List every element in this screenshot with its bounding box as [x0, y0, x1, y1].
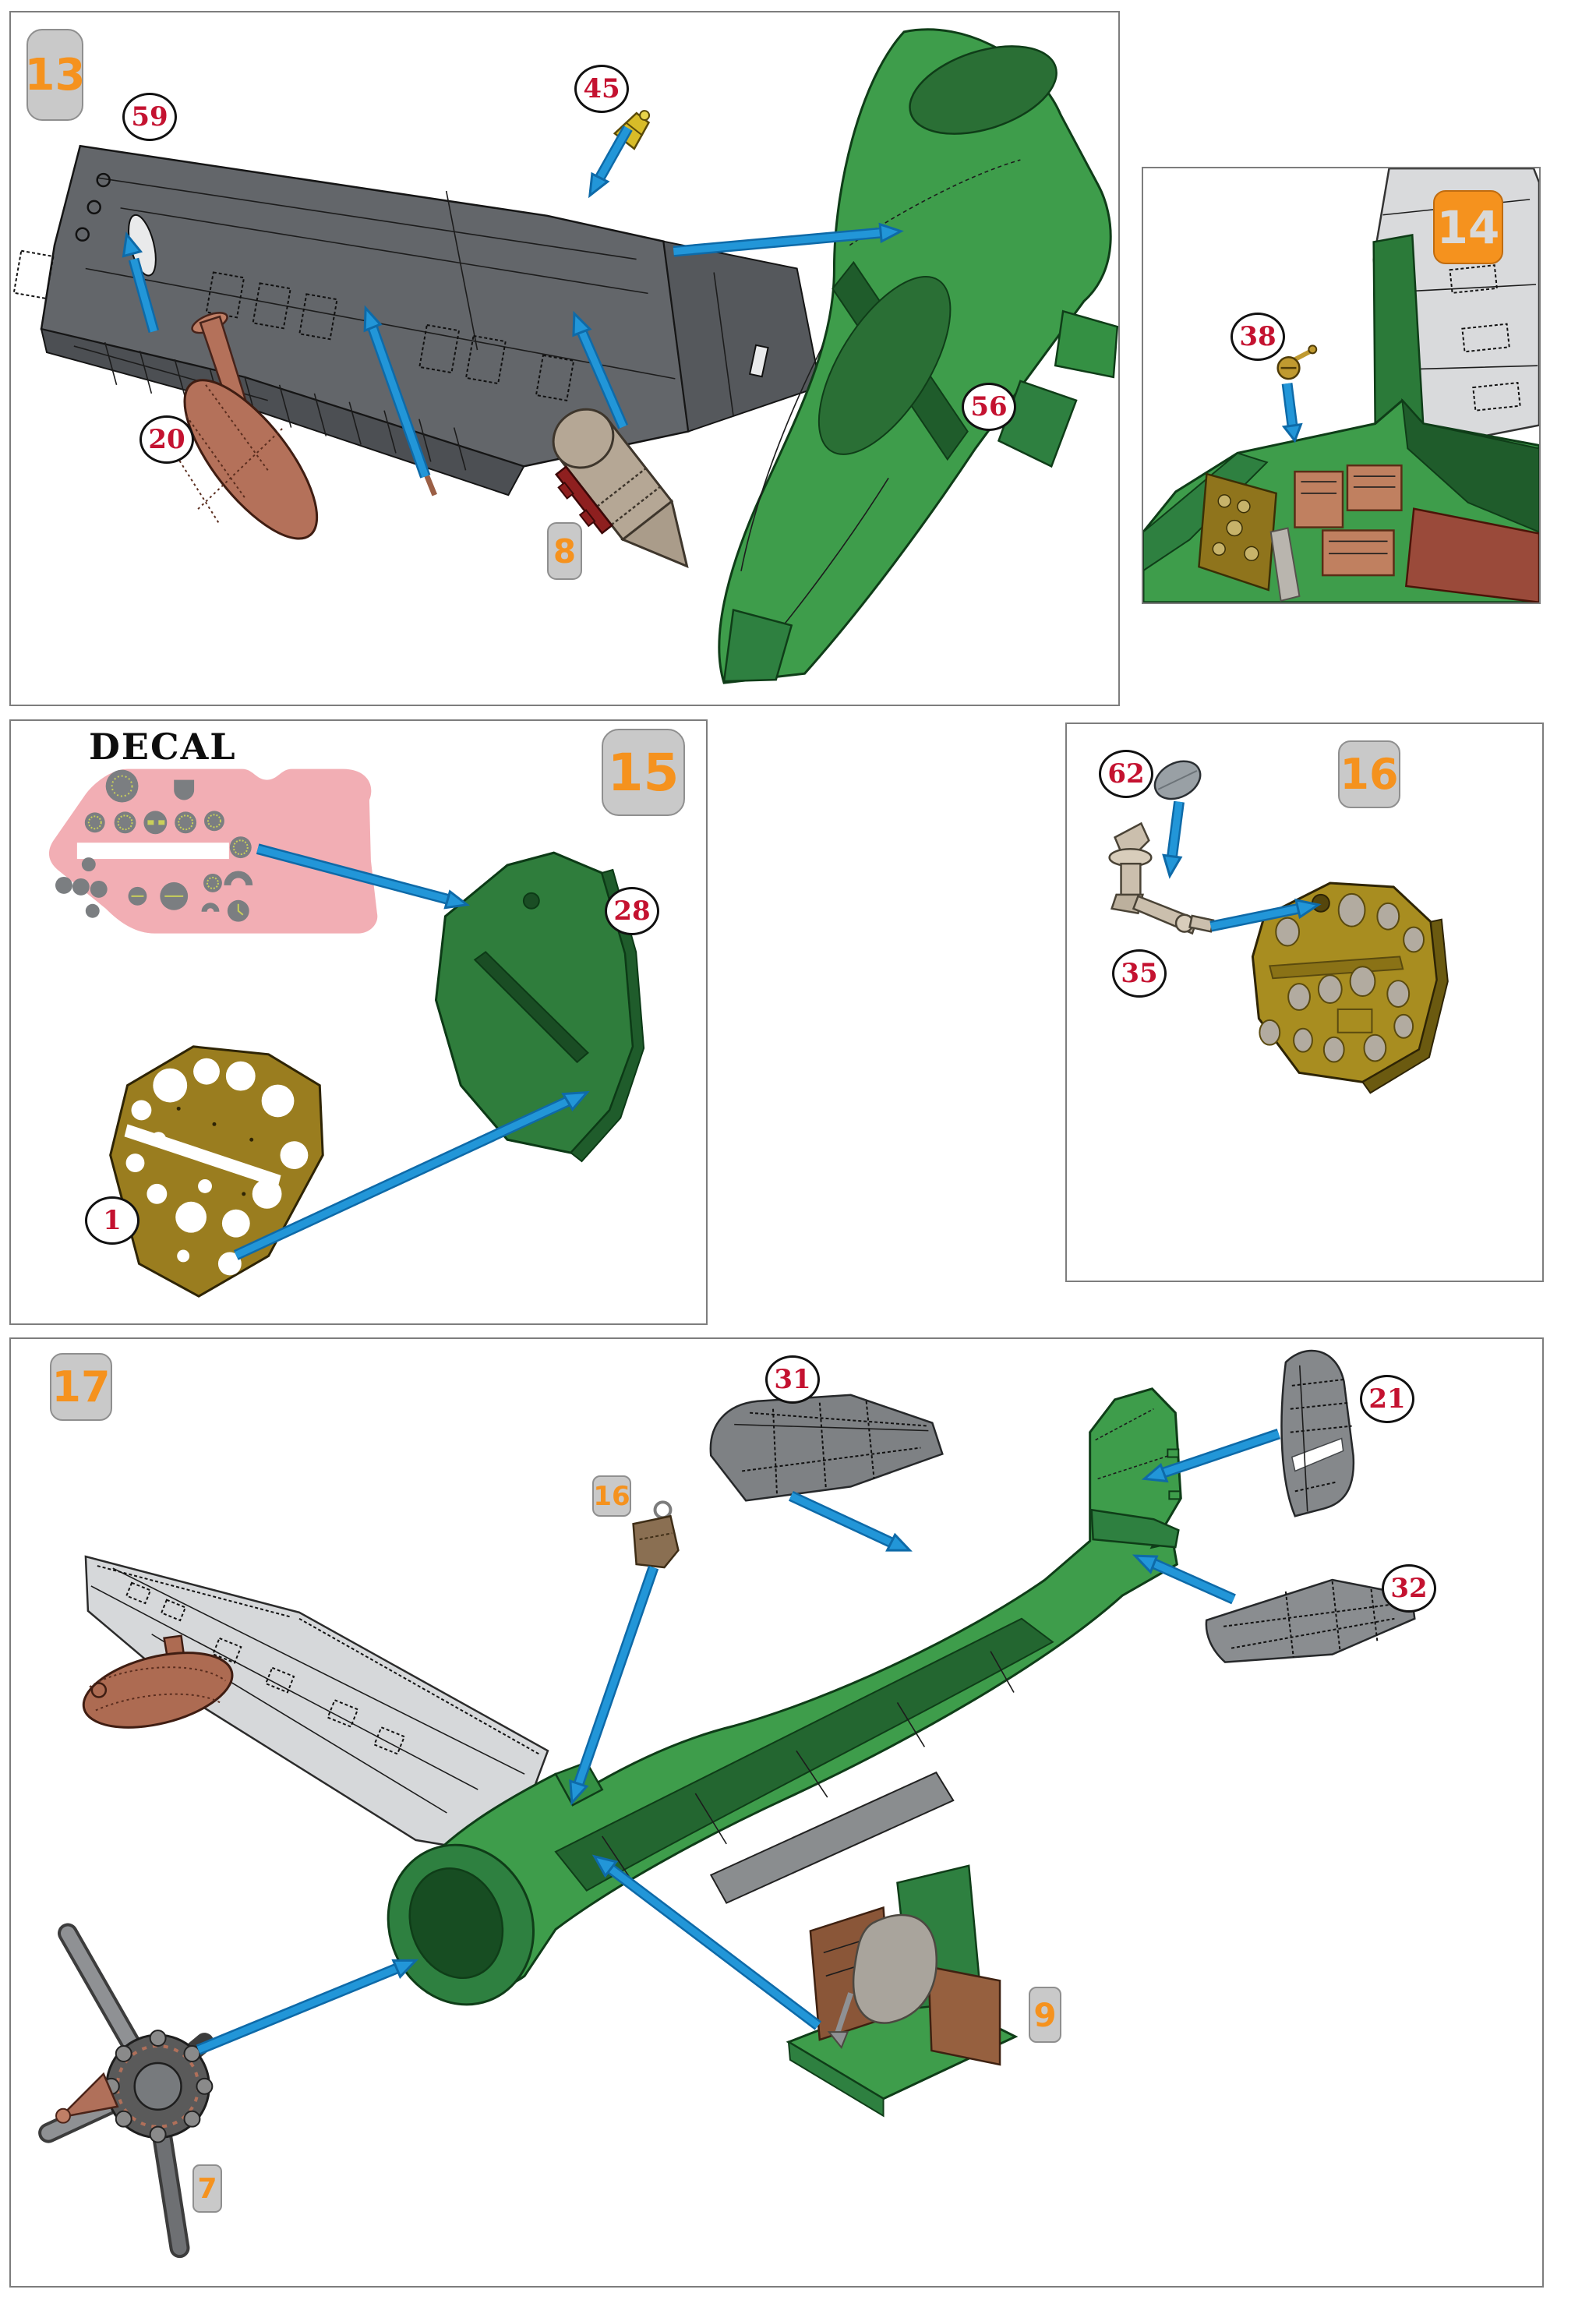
assembly-arrow — [1141, 1428, 1281, 1483]
subassembly-ref-badge: 8 — [547, 522, 582, 580]
step-14-panel: 14 38 — [1142, 167, 1541, 604]
instrument-panel-art — [1251, 881, 1449, 1094]
assembly-arrow — [788, 1491, 913, 1552]
assembly-arrow — [588, 125, 633, 199]
engine-propeller-art — [38, 1923, 214, 2259]
airframe-art — [387, 1387, 1182, 2006]
gunsight-part-art — [632, 1500, 680, 1569]
assembly-arrow — [1209, 898, 1322, 932]
part-number: 1 — [103, 1205, 122, 1236]
tailplane-part-art — [709, 1394, 944, 1502]
part-number-label: 21 — [1360, 1375, 1414, 1423]
subassembly-ref-badge: 16 — [592, 1475, 631, 1517]
subassembly-ref-badge: 7 — [192, 2164, 222, 2213]
instrument-panel-pe-art — [109, 1045, 324, 1298]
gunsight-art — [1108, 821, 1215, 935]
part-number-label: 62 — [1099, 750, 1153, 798]
gun-part-art — [1276, 344, 1318, 380]
assembly-arrow — [673, 222, 904, 257]
part-number-label: 31 — [765, 1355, 820, 1404]
assembly-arrow — [256, 843, 470, 910]
step-15-art — [48, 768, 645, 1298]
decal-title: DECAL — [89, 726, 237, 768]
cockpit-section-art — [1143, 234, 1539, 602]
wingtip-float-art — [170, 312, 319, 540]
fuselage-half-art — [718, 28, 1118, 684]
assembly-arrow — [569, 1565, 659, 1806]
step-17-panel: 17 31 21 32 16 9 7 — [9, 1337, 1544, 2288]
assembly-arrow — [233, 1090, 590, 1260]
decal-title-text: DECAL — [89, 726, 237, 768]
step-17-art — [38, 1349, 1416, 2259]
part-number: 32 — [1390, 1573, 1428, 1604]
step-number-badge: 14 — [1433, 190, 1503, 264]
step-number-badge: 17 — [50, 1353, 112, 1421]
step-16-art — [1108, 760, 1449, 1094]
part-number-label: 28 — [605, 887, 659, 935]
wing-top-art — [84, 1555, 549, 1857]
subassembly-ref-badge: 9 — [1029, 1987, 1061, 2043]
part-number-label: 32 — [1382, 1564, 1436, 1613]
assembly-arrow — [572, 310, 629, 429]
subassembly-ref: 16 — [593, 1480, 630, 1512]
seat-assembly-art — [786, 1864, 1019, 2118]
step-number: 16 — [1340, 750, 1399, 799]
step-15-panel: DECAL 15 28 1 — [9, 719, 708, 1325]
step-number: 15 — [607, 742, 680, 803]
part-number: 28 — [613, 896, 651, 927]
part-number: 31 — [774, 1364, 811, 1395]
part-number-label: 45 — [574, 65, 629, 113]
main-float-art — [82, 1634, 234, 1729]
part-number: 59 — [131, 101, 168, 132]
assembly-arrow — [122, 231, 160, 334]
decal-sheet-art — [48, 768, 378, 934]
step-13-panel: 13 59 45 20 56 8 — [9, 11, 1120, 706]
part-number-label: 35 — [1112, 949, 1167, 998]
part-number-label: 56 — [962, 383, 1016, 431]
subassembly-ref: 7 — [197, 2172, 217, 2205]
part-number: 62 — [1107, 758, 1145, 790]
assembly-arrow — [363, 305, 431, 479]
step-13-art — [12, 28, 1118, 684]
part-number: 45 — [583, 73, 620, 104]
assembly-arrow — [1281, 383, 1303, 443]
drop-tank-art — [552, 408, 689, 568]
part-number-label: 59 — [122, 93, 177, 141]
assembly-arrow — [1132, 1554, 1236, 1605]
assembly-arrow — [196, 1959, 419, 2055]
mirror-part-art — [1153, 760, 1202, 800]
subassembly-ref: 9 — [1033, 1995, 1057, 2034]
step-number: 14 — [1436, 200, 1500, 254]
part-number: 21 — [1368, 1383, 1406, 1415]
step-number-badge: 15 — [602, 729, 685, 816]
subassembly-ref: 8 — [553, 532, 577, 571]
part-number: 56 — [970, 391, 1008, 422]
part-number: 35 — [1121, 958, 1158, 989]
rudder-part-art — [1280, 1349, 1355, 1517]
step-number-badge: 16 — [1338, 740, 1400, 808]
step-number: 13 — [24, 49, 86, 101]
assembly-arrow — [591, 1854, 822, 2030]
assembly-arrow — [1162, 800, 1185, 879]
step-number-badge: 13 — [24, 29, 86, 121]
part-number-label: 20 — [139, 415, 194, 464]
step-16-panel: 16 62 35 — [1065, 723, 1544, 1282]
part-number-label: 1 — [85, 1196, 139, 1245]
part-number: 38 — [1239, 321, 1276, 352]
part-number-label: 38 — [1231, 313, 1285, 361]
step-number: 17 — [51, 1362, 111, 1411]
part-number: 20 — [148, 424, 185, 455]
stabilizer-part-art — [1205, 1578, 1416, 1663]
panel-back-art — [434, 851, 645, 1163]
